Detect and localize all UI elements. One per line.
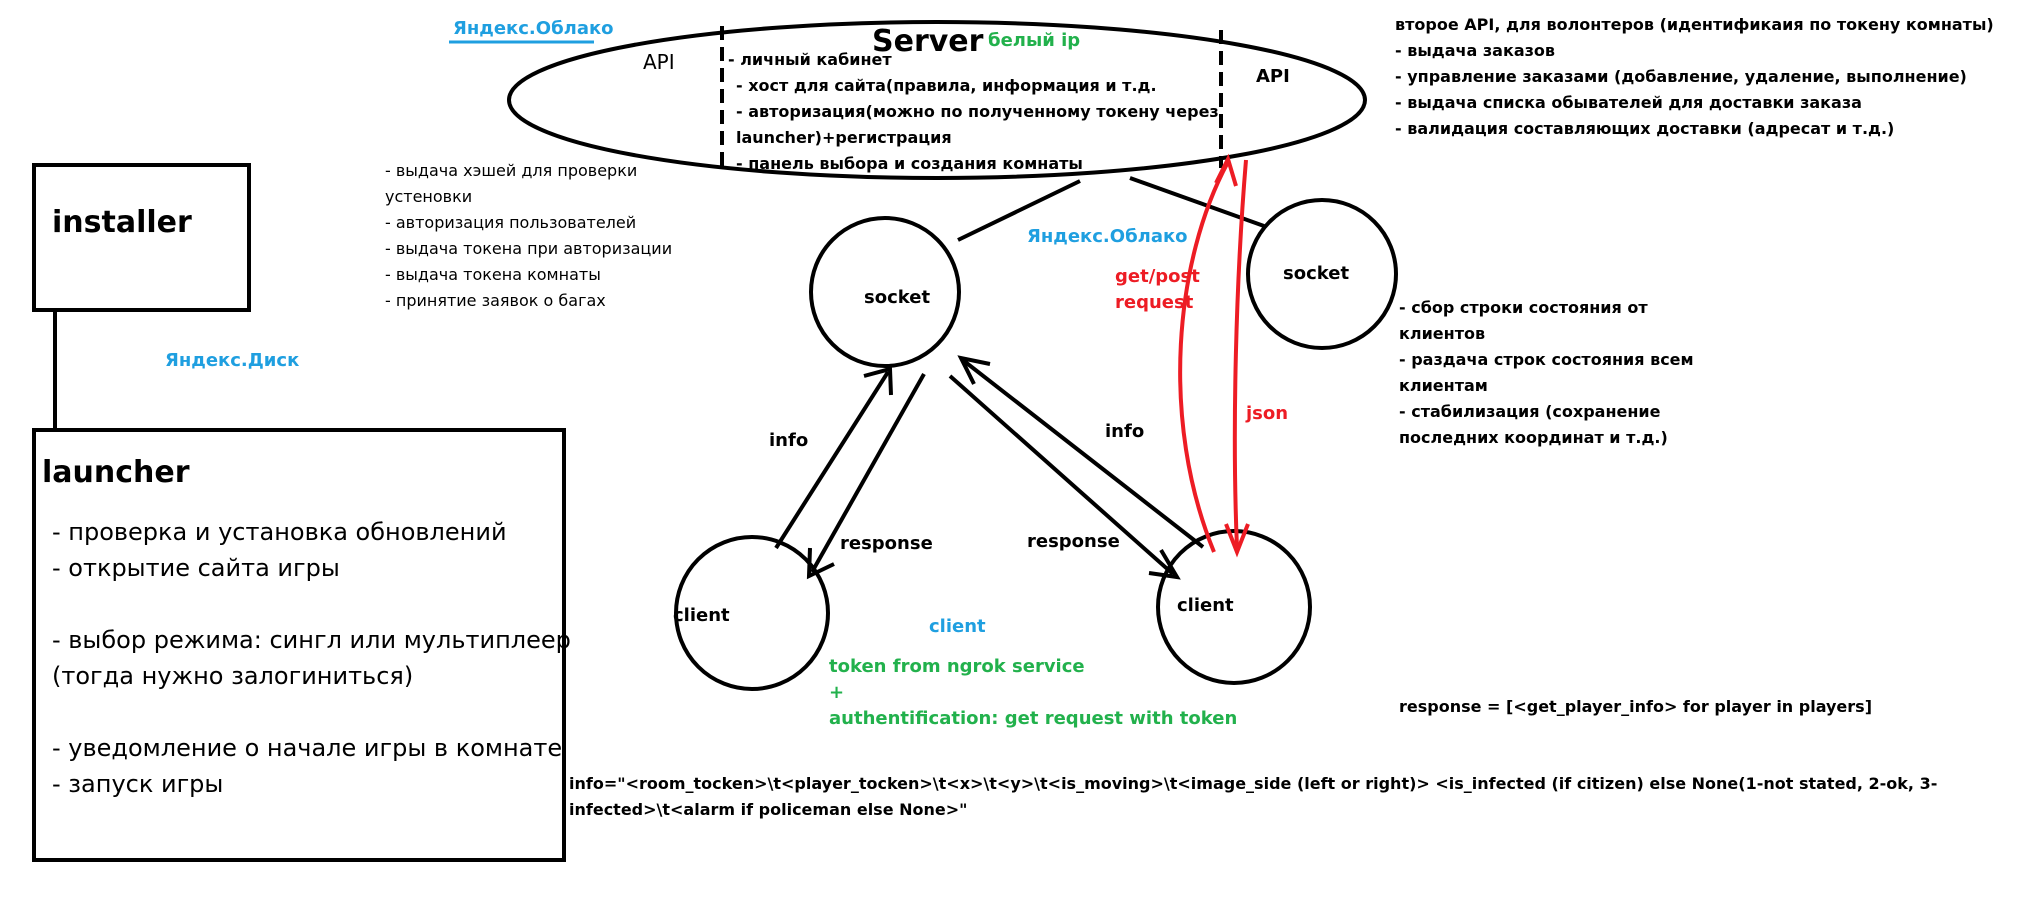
json-arrow-head [1224, 523, 1250, 558]
client-note-line: authentification: get request with token [829, 708, 1238, 729]
server-feature: launcher)+регистрация [736, 128, 952, 147]
note-line: клиентам [1399, 376, 1488, 395]
info-format-line: info="<room_tocken>\t<player_tocken>\t<x… [569, 774, 1938, 793]
client-left-label: client [673, 605, 730, 626]
launcher-feature: - запуск игры [52, 770, 224, 798]
api-right-label: API [1256, 66, 1290, 87]
server-cloud-label: Яндекс.Облако [453, 18, 614, 39]
note-line: - сбор строки состояния от [1399, 298, 1648, 317]
client-note-line: token from ngrok service [829, 656, 1085, 677]
request-label-line: get/post [1115, 266, 1200, 287]
note-line: - принятие заявок о багах [385, 291, 606, 310]
note-line: устеновки [385, 187, 473, 206]
note-line: - управление заказами (добавление, удале… [1395, 67, 1967, 86]
request-label-line: request [1115, 292, 1194, 313]
response-label-left: response [840, 533, 933, 554]
request-label: get/post request [1115, 264, 1200, 316]
server-white-ip: белый ip [988, 30, 1081, 51]
info-arrow-right-head [957, 355, 991, 385]
response-arrow-left-head [806, 547, 835, 580]
note-line: - выдача хэшей для проверки [385, 161, 638, 180]
socket-cloud-label: Яндекс.Облако [1027, 226, 1188, 247]
server-feature: - хост для сайта(правила, информация и т… [736, 76, 1157, 95]
response-arrow-left [810, 373, 926, 573]
info-format: info="<room_tocken>\t<player_tocken>\t<x… [569, 771, 1937, 823]
response-label-right: response [1027, 531, 1120, 552]
client-left-circle [674, 535, 830, 691]
server-title: Server [872, 24, 984, 59]
client-note-title: client [929, 616, 986, 637]
response-arrow-right-head [1148, 548, 1181, 580]
server-feature: - авторизация(можно по полученному токен… [736, 102, 1219, 121]
client-note-line: + [829, 682, 845, 703]
server-ellipse [507, 20, 1367, 180]
client-right-label: client [1177, 595, 1234, 616]
server-feature: - личный кабинет [728, 50, 892, 69]
socket-left-circle [809, 216, 961, 368]
api-left-notes: - выдача хэшей для проверки устеновки - … [385, 158, 672, 314]
note-line: - авторизация пользователей [385, 213, 637, 232]
launcher-title: launcher [42, 455, 190, 490]
info-arrow-left [774, 370, 890, 550]
info-format-line: infected>\t<alarm if policeman else None… [569, 800, 968, 819]
launcher-feature [52, 694, 571, 730]
note-line: - стабилизация (сохранение [1399, 402, 1661, 421]
client-note-lines: token from ngrok service + authentificat… [829, 654, 1237, 732]
request-arrow [1178, 161, 1230, 553]
info-label-left: info [769, 430, 809, 451]
api-left-label: API [643, 50, 675, 74]
note-line: - выдача токена комнаты [385, 265, 601, 284]
api-right-notes: второе API, для волонтеров (идентификаия… [1395, 12, 1994, 142]
note-line: клиентов [1399, 324, 1486, 343]
installer-box [32, 163, 251, 312]
installer-title: installer [52, 205, 192, 240]
launcher-feature: - открытие сайта игры [52, 554, 340, 582]
response-formula: response = [<get_player_info> for player… [1399, 697, 1873, 716]
request-arrow-head [1214, 153, 1238, 187]
launcher-feature [52, 586, 571, 622]
info-label-right: info [1105, 421, 1145, 442]
server-features: - личный кабинет - хост для сайта(правил… [728, 47, 1219, 177]
server-feature: - панель выбора и создания комнаты [736, 154, 1083, 173]
note-line: последних координат и т.д.) [1399, 428, 1668, 447]
json-label: json [1246, 403, 1289, 424]
info-arrow-right [962, 359, 1205, 549]
launcher-feature: - проверка и установка обновлений [52, 518, 507, 546]
launcher-feature: (тогда нужно залогиниться) [52, 662, 414, 690]
launcher-box [32, 428, 566, 862]
json-arrow [1232, 159, 1248, 549]
installer-storage-label: Яндекс.Диск [165, 350, 300, 371]
socket-right-circle [1246, 198, 1398, 350]
launcher-features: - проверка и установка обновлений - откр… [52, 514, 571, 802]
launcher-feature: - уведомление о начале игры в комнате [52, 734, 563, 762]
note-line: - валидация составляющих доставки (адрес… [1395, 119, 1895, 138]
socket-right-notes: - сбор строки состояния от клиентов - ра… [1399, 295, 1694, 451]
socket-left-label: socket [864, 287, 931, 308]
socket-right-label: socket [1283, 263, 1350, 284]
note-line: - выдача заказов [1395, 41, 1556, 60]
info-arrow-left-head [863, 366, 893, 396]
note-line: - выдача токена при авторизации [385, 239, 673, 258]
response-arrow-right [948, 374, 1175, 576]
server-socket-left-link [957, 179, 1081, 242]
client-right-circle [1156, 529, 1312, 685]
note-line: второе API, для волонтеров (идентификаия… [1395, 15, 1994, 34]
launcher-feature: - выбор режима: сингл или мультиплеер [52, 626, 571, 654]
note-line: - выдача списка обывателей для доставки … [1395, 93, 1862, 112]
note-line: - раздача строк состояния всем [1399, 350, 1694, 369]
